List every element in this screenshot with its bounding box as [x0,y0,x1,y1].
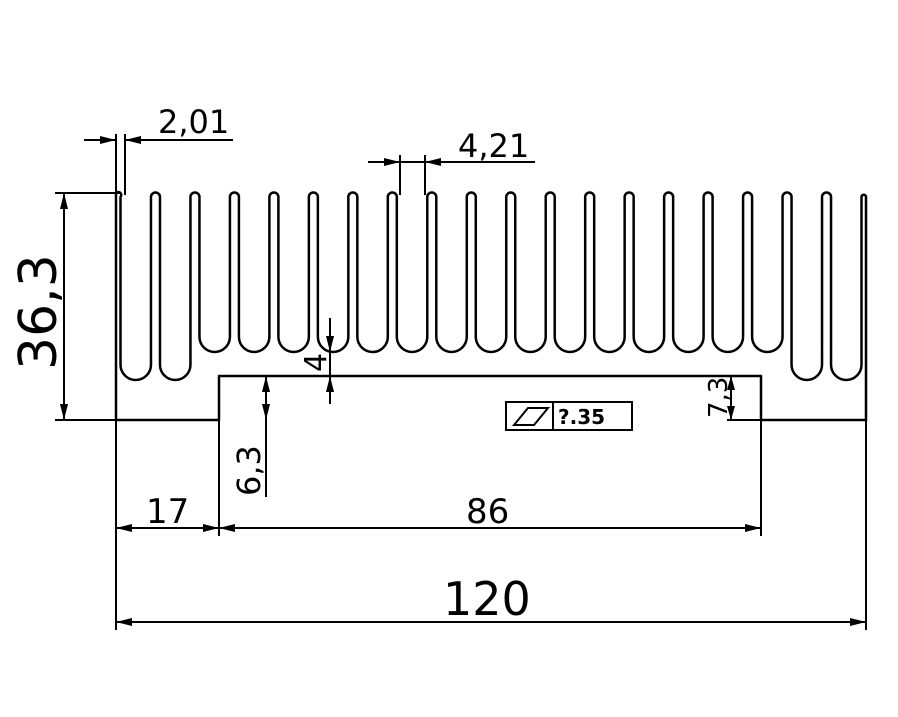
left-step-label: 6,3 [230,445,268,496]
dim-right-step: 7,3 [704,376,761,421]
profile-outline [114,190,868,422]
dim-total-height: 36,3 [9,192,120,421]
dim-left-step: 6,3 [219,375,272,497]
groove-width-label: 86 [466,492,509,532]
dim-fin-pitch: 4,21 [368,127,535,195]
right-step-label: 7,3 [704,377,734,418]
slot-depth-label: 4 [299,353,334,372]
fin-thickness-label: 2,01 [158,103,229,141]
flatness-value: ?.35 [558,405,605,429]
total-width-label: 120 [443,572,531,626]
parallelogram-flatness-icon [511,407,551,426]
base-bottom-outline [114,374,868,422]
heatsink-outline [114,190,868,422]
dim-total-width: 120 [116,420,867,630]
dim-bottom-segments: 17 86 [115,420,762,630]
dim-fin-thickness: 2,01 [84,103,233,195]
dim-slot-depth: 4 [299,318,334,404]
total-height-label: 36,3 [9,254,69,370]
fin-pitch-label: 4,21 [458,127,529,165]
left-offset-label: 17 [146,492,189,532]
flatness-tolerance-frame: ?.35 [505,401,633,431]
